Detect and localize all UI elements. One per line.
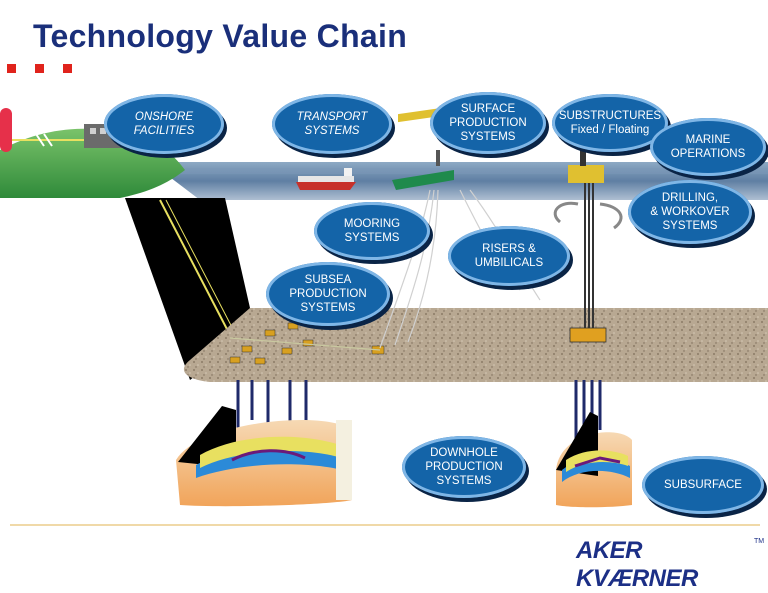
value-chain-illustration xyxy=(0,107,768,508)
drilling-rig xyxy=(553,150,623,343)
substructures-bubble: SUBSTRUCTURES Fixed / Floating xyxy=(552,94,668,152)
onshore-facilities-bubble: ONSHORE FACILITIES xyxy=(104,94,224,154)
drilling-workover-label: DRILLING, & WORKOVER SYSTEMS xyxy=(650,192,730,232)
accent-square xyxy=(63,64,72,73)
substructures-label: SUBSTRUCTURES Fixed / Floating xyxy=(558,110,662,136)
subsea-production-label: SUBSEA PRODUCTION SYSTEMS xyxy=(289,274,367,314)
subsea-templates xyxy=(229,322,385,365)
seabed xyxy=(183,308,768,382)
mooring-systems-label: MOORING SYSTEMS xyxy=(343,218,401,244)
marine-operations-bubble: MARINE OPERATIONS xyxy=(650,118,766,176)
transport-systems-bubble: TRANSPORT SYSTEMS xyxy=(272,94,392,154)
aker-kvaerner-logo: AKER KVÆRNER xyxy=(576,537,698,592)
downhole-production-bubble: DOWNHOLE PRODUCTION SYSTEMS xyxy=(402,436,526,498)
reservoir-right xyxy=(556,412,632,508)
drilling-workover-bubble: DRILLING, & WORKOVER SYSTEMS xyxy=(628,180,752,244)
tanker xyxy=(296,168,356,190)
subsurface-label: SUBSURFACE xyxy=(664,479,742,491)
sea-surface xyxy=(120,162,768,200)
onshore-facilities-label: ONSHORE FACILITIES xyxy=(133,111,195,137)
risers-umbilicals-bubble: RISERS & UMBILICALS xyxy=(448,226,570,286)
marine-operations-label: MARINE OPERATIONS xyxy=(670,134,746,160)
transport-systems-label: TRANSPORT SYSTEMS xyxy=(296,111,368,137)
accent-square xyxy=(7,64,16,73)
downhole-production-label: DOWNHOLE PRODUCTION SYSTEMS xyxy=(425,447,503,487)
subsea-production-bubble: SUBSEA PRODUCTION SYSTEMS xyxy=(266,262,390,326)
reservoir-left xyxy=(176,406,352,507)
surface-production-label: SURFACE PRODUCTION SYSTEMS xyxy=(449,103,527,143)
page-title: Technology Value Chain xyxy=(33,18,408,54)
logo-trademark: TM xyxy=(754,538,765,545)
accent-square xyxy=(35,64,44,73)
risers-umbilicals-label: RISERS & UMBILICALS xyxy=(474,243,544,269)
mooring-systems-bubble: MOORING SYSTEMS xyxy=(314,202,430,260)
surface-production-bubble: SURFACE PRODUCTION SYSTEMS xyxy=(430,92,546,154)
subsurface-bubble: SUBSURFACE xyxy=(642,456,764,514)
footer-divider xyxy=(10,524,760,526)
